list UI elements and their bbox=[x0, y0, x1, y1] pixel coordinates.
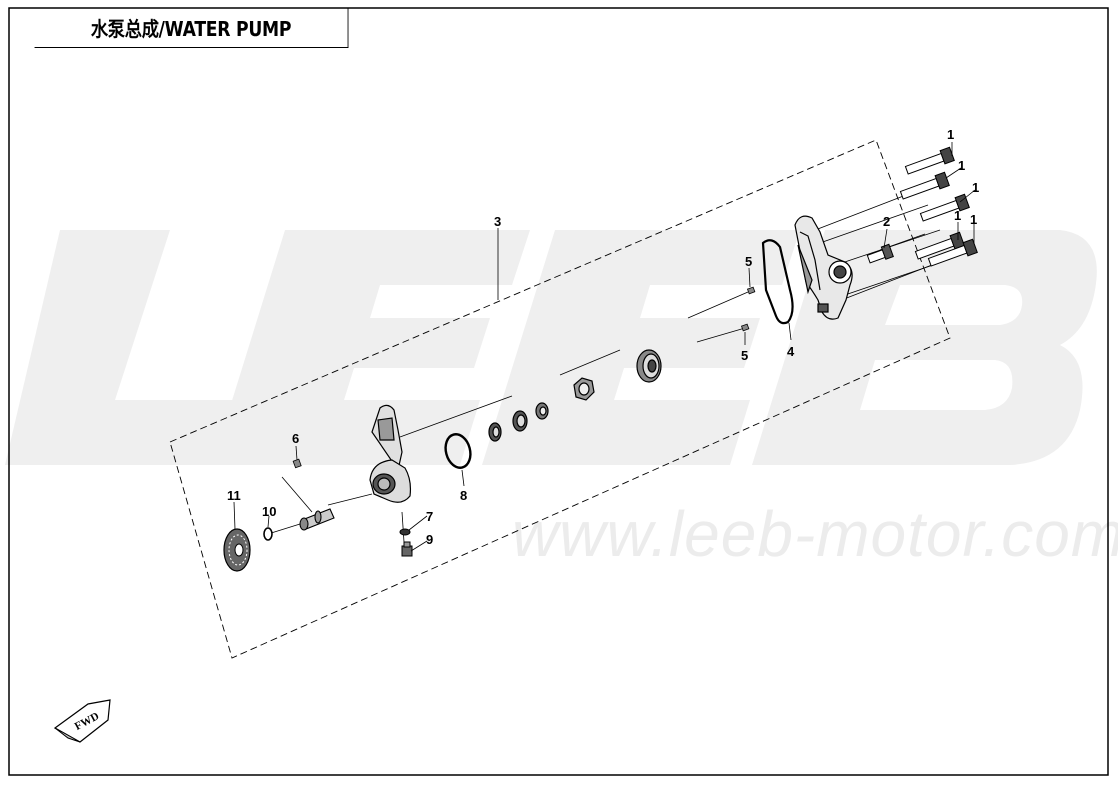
callout-4: 4 bbox=[787, 344, 795, 359]
fwd-arrow-icon: FWD bbox=[53, 699, 111, 743]
bolt-part-2 bbox=[866, 243, 894, 264]
bolt-part-9 bbox=[401, 541, 413, 557]
washer-part-7 bbox=[399, 528, 411, 536]
callout-5a: 5 bbox=[745, 254, 752, 269]
callout-1c: 1 bbox=[972, 180, 979, 195]
pump-housing bbox=[369, 404, 412, 503]
nut bbox=[573, 377, 595, 401]
page-title: 水泵总成/WATER PUMP bbox=[34, 8, 349, 48]
seals bbox=[488, 402, 549, 442]
o-ring-part-8 bbox=[444, 433, 472, 469]
assembly-boundary bbox=[169, 139, 951, 659]
pin-part-6 bbox=[292, 458, 302, 469]
callout-11: 11 bbox=[227, 488, 241, 503]
callout-5b: 5 bbox=[741, 348, 748, 363]
callout-2: 2 bbox=[883, 214, 890, 229]
outer-frame bbox=[8, 7, 1109, 776]
gasket-part-4 bbox=[761, 239, 794, 325]
bearing bbox=[636, 349, 662, 383]
callout-1a: 1 bbox=[947, 127, 954, 142]
callout-9: 9 bbox=[426, 532, 433, 547]
callout-1d: 1 bbox=[954, 208, 961, 223]
bolts-part-1 bbox=[899, 146, 978, 267]
watermark-url: www.leeb-motor.com bbox=[512, 498, 1118, 570]
callout-6: 6 bbox=[292, 431, 299, 446]
callout-3: 3 bbox=[494, 214, 501, 229]
pin-part-5-upper bbox=[746, 286, 756, 295]
axis-lines bbox=[267, 179, 951, 543]
gear-part-11 bbox=[223, 528, 251, 572]
callout-8: 8 bbox=[460, 488, 467, 503]
pump-shaft bbox=[299, 508, 335, 531]
leader-lines bbox=[233, 142, 976, 552]
callout-10: 10 bbox=[262, 504, 276, 519]
callout-1b: 1 bbox=[958, 158, 965, 173]
callout-7: 7 bbox=[426, 509, 433, 524]
washer-part-10 bbox=[263, 527, 273, 541]
callout-1e: 1 bbox=[970, 212, 977, 227]
pin-part-5-lower bbox=[740, 323, 750, 332]
pump-cover bbox=[794, 215, 853, 320]
